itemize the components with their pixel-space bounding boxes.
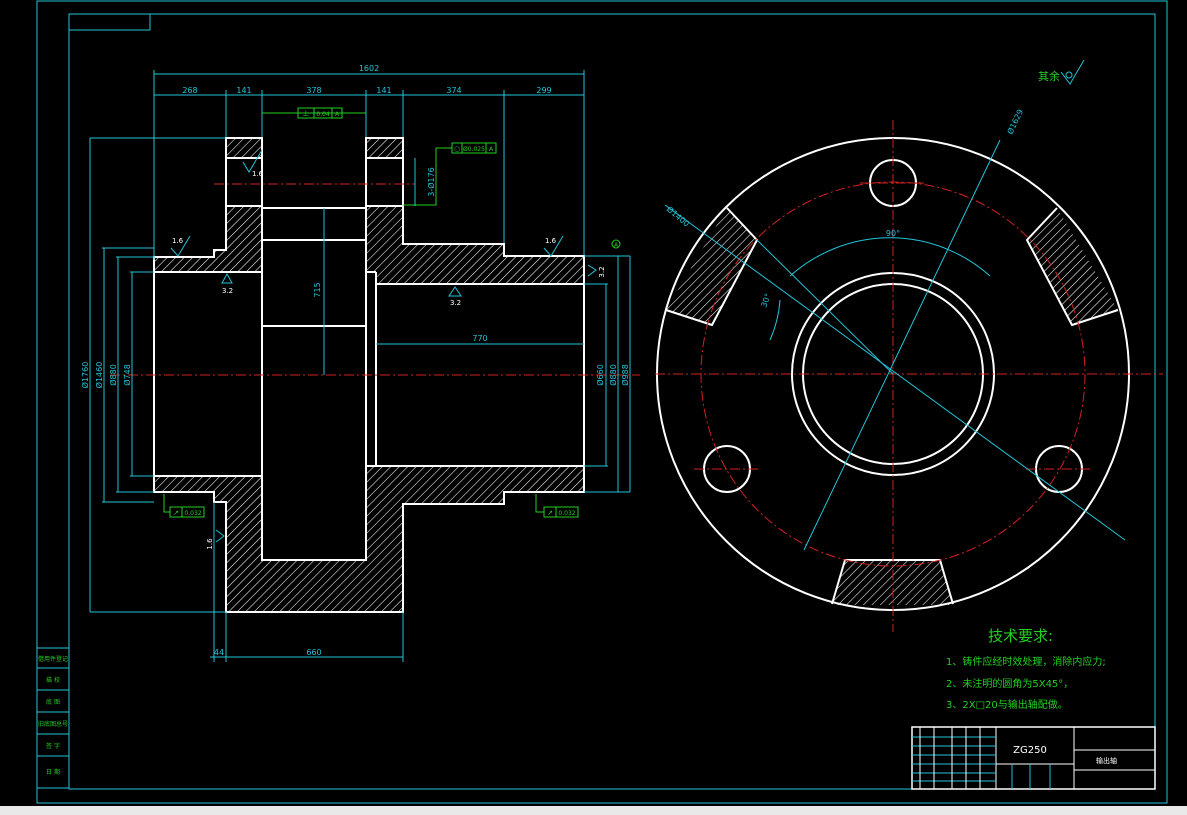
roughness-symbols: 1.6 1.6 1.6 3.2 3.2 3.2 1.6 其余: [170, 59, 1085, 550]
diameter-label: Ø880: [608, 364, 618, 386]
tech-req-item: 3、2X□20与输出轴配做。: [946, 698, 1068, 711]
circle-label: Ø1400: [665, 204, 692, 229]
side-row-label: 借用件登记: [38, 655, 68, 663]
roughness-value: 1.6: [252, 170, 264, 178]
tech-req-item: 1、铸件应经时效处理，消除内应力;: [946, 655, 1106, 668]
circle-label: Ø1629: [1005, 107, 1025, 135]
side-row-label: 签 字: [46, 742, 60, 750]
diameter-label: Ø748: [122, 364, 132, 386]
dim-segment: 141: [236, 86, 251, 95]
dim-segment: 141: [376, 86, 391, 95]
side-row-label: 旧底图总号: [38, 720, 68, 728]
dim-segment: 268: [182, 86, 197, 95]
top-dimensions: 1602 268 141 378 141 374 299: [153, 64, 585, 260]
perp-symbol: ⊥: [303, 109, 310, 118]
inner-dims: 715 770: [313, 208, 584, 375]
datum-a-label: A: [614, 242, 619, 249]
outer-border: [36, 0, 1168, 804]
circle-label: 30°: [759, 292, 772, 308]
title-part-name: 输出轴: [1096, 756, 1117, 765]
side-row-label: 日 期: [46, 768, 60, 776]
roughness-value: 3.2: [598, 266, 606, 277]
side-row-label: 底 图: [46, 698, 60, 706]
circle-label: 90°: [886, 229, 900, 238]
roughness-value: 3.2: [450, 299, 461, 307]
dim-bottom: 44: [214, 648, 224, 657]
dim-overall: 1602: [359, 64, 379, 73]
diameter-label: Ø988: [620, 364, 630, 386]
bottom-strip: [0, 806, 1187, 815]
runout-right-value: 0.032: [558, 510, 575, 517]
hole-callout-text: 3-Ø176: [426, 167, 436, 197]
corner-label-box: [68, 13, 151, 31]
technical-requirements: 技术要求: 1、铸件应经时效处理，消除内应力; 2、未注明的圆角为5X45°， …: [946, 627, 1106, 711]
tech-req-title: 技术要求:: [988, 627, 1053, 645]
end-view: Ø1629 Ø1400 90° 30°: [655, 107, 1163, 632]
title-block: ZG250 输出轴: [911, 726, 1156, 790]
hole-callout: 3-Ø176: [414, 158, 436, 206]
title-material: ZG250: [1013, 745, 1047, 756]
perp-value: 0.04: [316, 111, 330, 118]
side-row-label: 描 校: [46, 676, 60, 684]
section-view: [110, 137, 640, 613]
tech-req-item: 2、未注明的圆角为5X45°，: [946, 677, 1073, 690]
side-registration-table: 借用件登记 描 校 底 图 旧底图总号 签 字 日 期: [36, 647, 70, 789]
right-diameter-dims: Ø660 Ø880 Ø988: [584, 256, 631, 492]
cyl-value: Ø0.025: [463, 146, 485, 153]
bore-length: 770: [472, 334, 487, 343]
dim-segment: 374: [446, 86, 461, 95]
roughness-value: 1.6: [206, 538, 214, 550]
rest-finish-symbol: [1060, 59, 1085, 85]
dim-bottom: 660: [306, 648, 321, 657]
diameter-label: Ø880: [108, 364, 118, 386]
perpendicularity-frame: ⊥ 0.04 A: [262, 107, 366, 119]
dim-segment: 299: [536, 86, 551, 95]
runout-frame-right: ↗ 0.032: [535, 494, 579, 518]
cyl-symbol: ○: [454, 145, 460, 153]
dim-segment: 378: [306, 86, 321, 95]
diameter-label: Ø1460: [94, 362, 104, 389]
roughness-value: 3.2: [222, 287, 233, 295]
bottom-dims: 44 660: [210, 502, 404, 662]
roughness-value: 1.6: [172, 237, 184, 245]
runout-left-value: 0.032: [184, 510, 201, 517]
perp-datum: A: [335, 111, 340, 118]
diameter-label: Ø660: [595, 364, 605, 386]
runout-frame-left: ↗ 0.032: [163, 494, 205, 518]
inner-border: [68, 13, 1156, 790]
diameter-label: Ø1760: [80, 362, 90, 389]
rest-finish-label: 其余: [1038, 69, 1060, 83]
cylindricity-frame: ○ Ø0.025 A: [403, 142, 497, 206]
cyl-datum: A: [489, 146, 494, 153]
runout-symbol: ↗: [173, 509, 179, 517]
datum-a: A: [584, 239, 630, 493]
left-diameter-dims: Ø1760 Ø1460 Ø880 Ø748: [80, 137, 226, 613]
roughness-value: 1.6: [545, 237, 557, 245]
runout-symbol: ↗: [547, 509, 553, 517]
inner-length: 715: [313, 282, 322, 297]
